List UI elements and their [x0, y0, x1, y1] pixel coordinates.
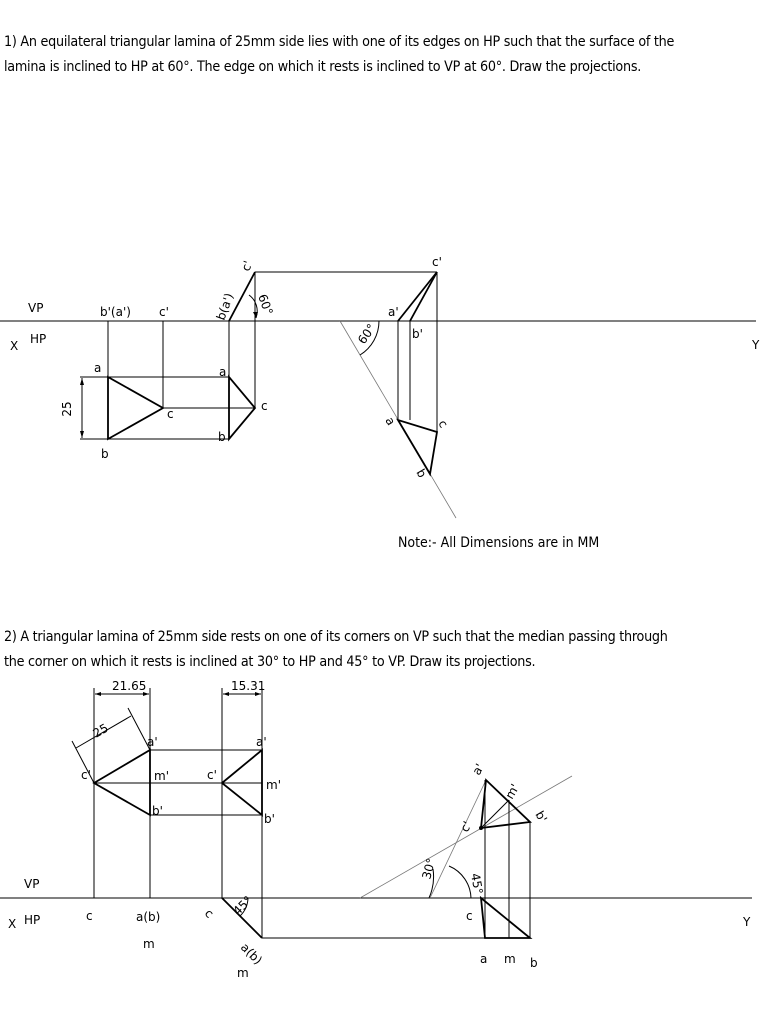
label-c-2: c: [202, 906, 217, 921]
label-a-b-2: a(b): [238, 940, 265, 967]
label-m-2: m: [237, 966, 249, 980]
label-b-prime-a-prime: b'(a'): [100, 305, 131, 319]
label-c-prime-3: c': [457, 819, 474, 835]
label-a-prime-2: a': [256, 735, 267, 749]
dimension-arrows: [80, 378, 84, 438]
dimension-25-label: 25: [60, 401, 74, 416]
extension-line: [71, 740, 95, 784]
x-label-2: X: [8, 917, 16, 931]
hp-label-2: HP: [24, 913, 40, 927]
question-2-line-2: the corner on which it rests is inclined…: [4, 654, 536, 670]
construction-line-30: [359, 775, 573, 899]
label-m: m: [143, 937, 155, 951]
label-a-prime: a': [147, 735, 158, 749]
label-c-prime: c': [159, 305, 169, 319]
top-view-triangle-3: [479, 895, 533, 939]
label-c-prime-2: c': [239, 259, 256, 273]
label-c-3: c: [466, 909, 473, 923]
angle-arrow: [253, 312, 258, 318]
label-b-prime-2: b': [264, 812, 275, 826]
angle-60b-label: 60°: [355, 321, 379, 346]
label-m-prime-3: m': [502, 782, 522, 802]
label-c-prime: c': [81, 768, 91, 782]
label-b-prime-3: b': [412, 327, 423, 341]
top-view-triangle-3: [396, 418, 439, 477]
label-a-prime-3: a': [469, 761, 486, 777]
label-b-3: b: [530, 956, 538, 970]
question-2: 2) A triangular lamina of 25mm side rest…: [4, 625, 766, 675]
front-view-edge-2: [228, 271, 256, 322]
label-c-3: c: [435, 418, 450, 431]
vp-label-1: VP: [28, 301, 43, 315]
label-a-3: a: [382, 415, 398, 428]
label-b-2: b: [218, 430, 226, 444]
angle-60-label: 60°: [255, 292, 275, 317]
label-m-prime-2: m': [266, 778, 281, 792]
label-m-3: m: [504, 952, 516, 966]
angle-45b-label: 45°: [468, 872, 485, 895]
angle-arc-45: [239, 897, 249, 917]
figure-1: VP HP X Y 25 b'(a') c' a b c 60° c' b(a'…: [0, 255, 760, 519]
label-c-prime-3: c': [432, 255, 442, 269]
y-label-2: Y: [742, 915, 751, 929]
label-c: c: [86, 909, 93, 923]
hp-label-1: HP: [30, 332, 46, 346]
question-1: 1) An equilateral triangular lamina of 2…: [4, 30, 766, 80]
corner-point: [479, 826, 483, 830]
front-view-triangle-2: [220, 748, 263, 817]
dimension-line-25: [75, 715, 132, 749]
extension-line: [127, 707, 151, 751]
dimension-2165-label: 21.65: [112, 679, 146, 693]
label-b-a-prime: b(a'): [214, 291, 237, 322]
label-a-b: a(b): [136, 910, 160, 924]
label-c-prime-2: c': [207, 768, 217, 782]
angle-30-label: 30°: [419, 857, 438, 881]
dimension-note: Note:- All Dimensions are in MM: [398, 535, 600, 551]
top-view-triangle-1: [107, 375, 165, 441]
dimension-arrows: [95, 692, 149, 696]
label-m-prime: m': [154, 769, 169, 783]
front-view-edge-3: [397, 271, 438, 322]
label-a: a: [94, 361, 101, 375]
label-b-3: b: [413, 467, 429, 481]
angle-arc-60b: [359, 320, 380, 356]
angle-arc-30: [428, 868, 435, 899]
label-a-prime-3: a': [388, 305, 399, 319]
top-view-edge-2: [221, 897, 263, 939]
median-line: [480, 799, 510, 829]
angle-arc-45b: [448, 865, 472, 899]
label-a-3: a: [480, 952, 487, 966]
label-b: b: [101, 447, 109, 461]
vp-label-2: VP: [24, 877, 39, 891]
label-c-2: c: [261, 399, 268, 413]
question-2-line-1: 2) A triangular lamina of 25mm side rest…: [4, 629, 668, 645]
figure-2: VP HP X Y 21.65 25 a' m' b' c' c a(b) m …: [0, 679, 752, 980]
front-view-edge-3b: [409, 271, 438, 322]
dimension-25-label: 25: [91, 721, 111, 741]
angle-45-label: 45°: [230, 893, 255, 918]
label-b-prime: b': [152, 804, 163, 818]
label-a-2: a: [219, 365, 226, 379]
question-1-line-2: lamina is inclined to HP at 60°. The edg…: [4, 59, 642, 75]
label-b-prime-3: b': [532, 809, 550, 825]
x-label-1: X: [10, 339, 18, 353]
top-view-triangle-2: [228, 374, 257, 442]
y-label-1: Y: [751, 338, 760, 352]
label-c: c: [167, 407, 174, 421]
construction-line-45: [429, 779, 487, 899]
question-1-line-1: 1) An equilateral triangular lamina of 2…: [4, 34, 675, 50]
dimension-1531-label: 15.31: [231, 679, 265, 693]
